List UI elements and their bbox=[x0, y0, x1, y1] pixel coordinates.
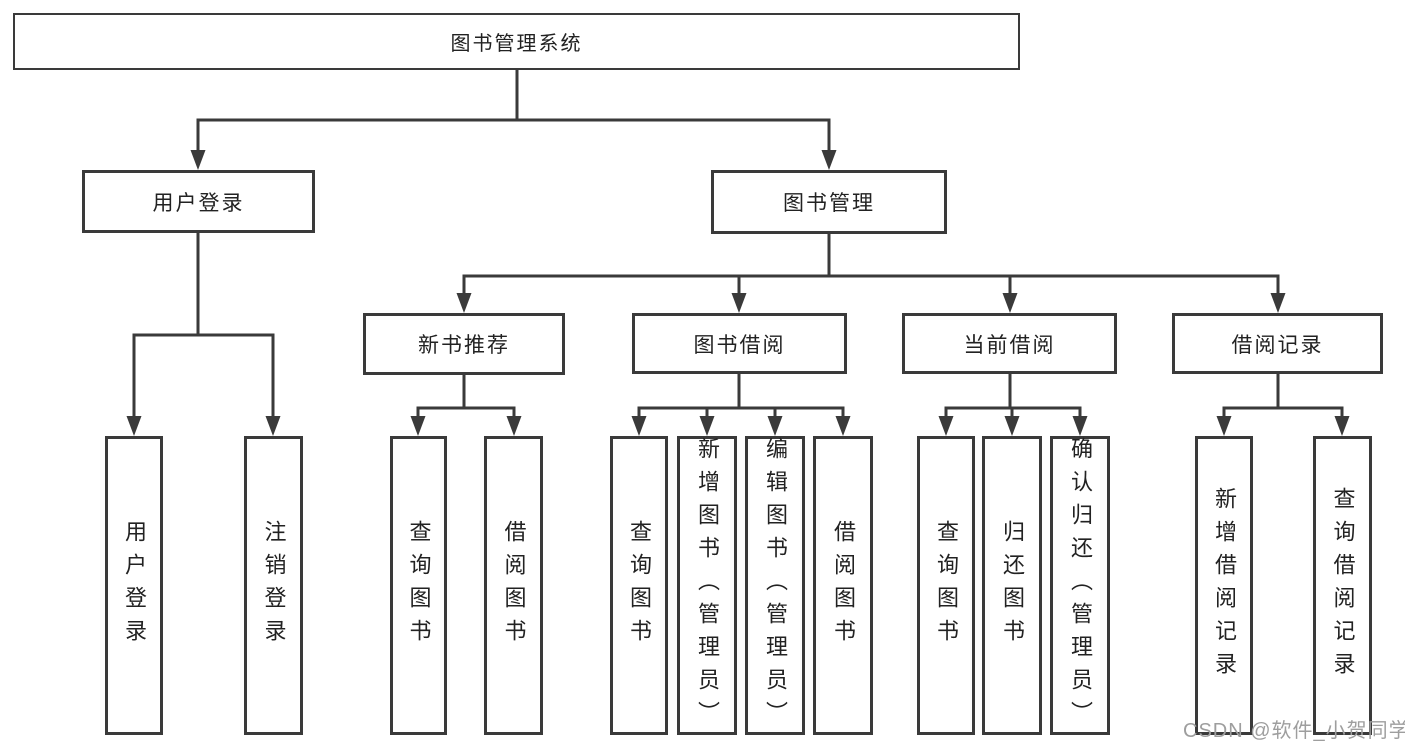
leaf-query-books-borrowing: 查询图书 bbox=[610, 436, 668, 735]
node-label: 借阅图书 bbox=[831, 519, 856, 652]
node-current-borrowing: 当前借阅 bbox=[902, 313, 1117, 374]
node-label: 图书管理 bbox=[783, 192, 875, 215]
node-label: 确认归还（管理员） bbox=[1068, 437, 1093, 734]
node-label: 归还图书 bbox=[1000, 519, 1025, 652]
node-label: 用户登录 bbox=[152, 191, 245, 215]
node-label: 新增借阅记录 bbox=[1212, 486, 1237, 685]
node-label: 借阅图书 bbox=[501, 519, 527, 652]
node-label: 新增图书（管理员） bbox=[695, 437, 720, 734]
leaf-add-borrow-record: 新增借阅记录 bbox=[1195, 436, 1253, 735]
node-label: 查询图书 bbox=[934, 519, 959, 652]
node-label: 查询图书 bbox=[406, 519, 432, 652]
leaf-add-book-admin: 新增图书（管理员） bbox=[677, 436, 737, 735]
node-label: 编辑图书（管理员） bbox=[763, 437, 788, 734]
node-label: 用户登录 bbox=[122, 519, 147, 652]
node-book-management-system: 图书管理系统 bbox=[13, 13, 1020, 70]
node-new-book-recommendation: 新书推荐 bbox=[363, 313, 565, 375]
node-label: 查询图书 bbox=[627, 519, 652, 652]
node-borrowing-records: 借阅记录 bbox=[1172, 313, 1383, 374]
leaf-borrow-books-recommend: 借阅图书 bbox=[484, 436, 543, 735]
node-label: 图书借阅 bbox=[693, 333, 786, 357]
leaf-query-borrow-record: 查询借阅记录 bbox=[1313, 436, 1372, 735]
leaf-logout: 注销登录 bbox=[244, 436, 303, 735]
node-label: 图书管理系统 bbox=[450, 33, 583, 55]
node-book-borrowing: 图书借阅 bbox=[632, 313, 847, 374]
watermark: CSDN @软件_小贺同学 bbox=[1183, 720, 1405, 742]
node-label: 借阅记录 bbox=[1231, 333, 1324, 357]
leaf-edit-book-admin: 编辑图书（管理员） bbox=[745, 436, 805, 735]
leaf-confirm-return-admin: 确认归还（管理员） bbox=[1050, 436, 1110, 735]
leaf-return-book: 归还图书 bbox=[982, 436, 1042, 735]
node-user-login: 用户登录 bbox=[82, 170, 315, 233]
node-label: 查询借阅记录 bbox=[1330, 486, 1356, 685]
node-label: 当前借阅 bbox=[963, 333, 1056, 357]
node-label: 新书推荐 bbox=[418, 334, 510, 357]
leaf-borrow-books: 借阅图书 bbox=[813, 436, 873, 735]
leaf-query-books-current: 查询图书 bbox=[917, 436, 975, 735]
node-book-management: 图书管理 bbox=[711, 170, 947, 234]
leaf-user-login: 用户登录 bbox=[105, 436, 163, 735]
leaf-query-books-recommend: 查询图书 bbox=[390, 436, 447, 735]
node-label: 注销登录 bbox=[261, 519, 287, 652]
